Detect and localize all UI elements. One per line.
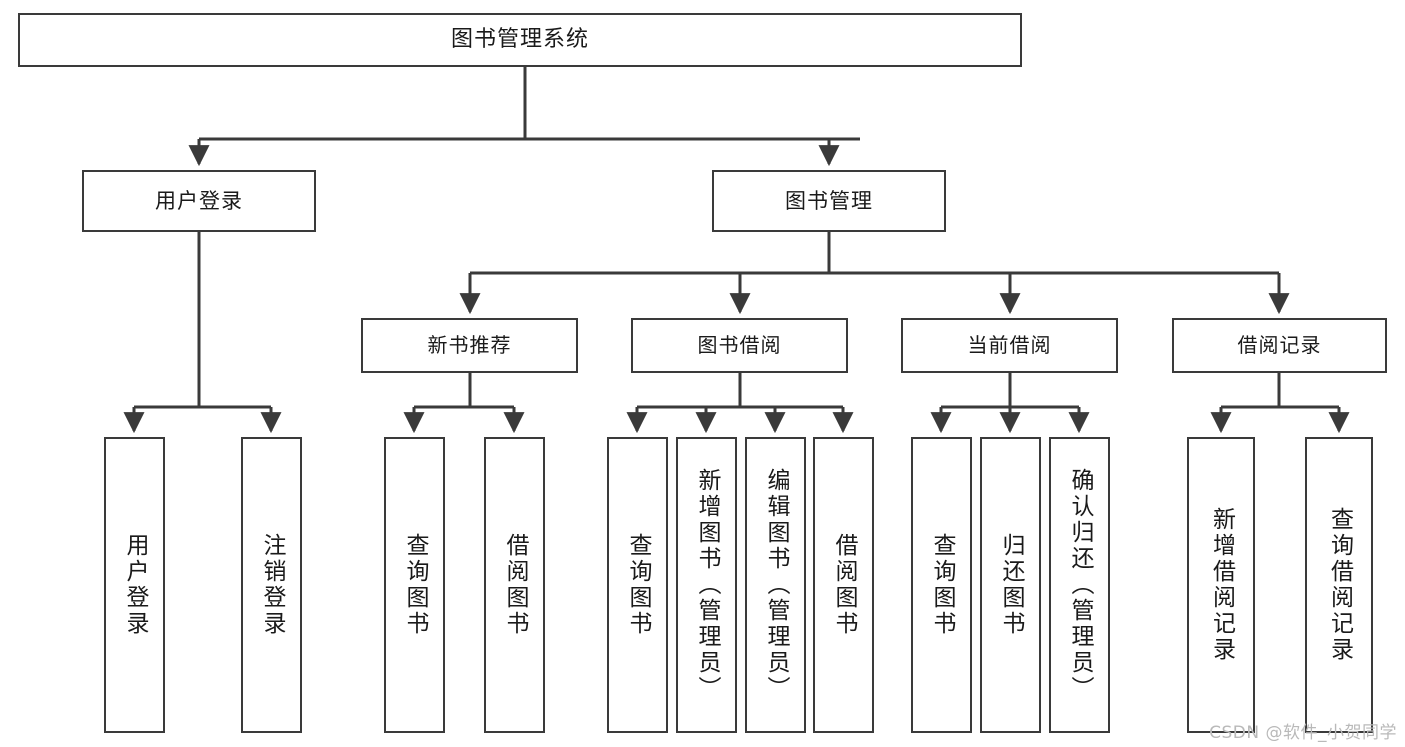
node-user-login[interactable]: 用户登录 — [82, 170, 316, 232]
leaf-new-borrow-book[interactable]: 借阅图书 — [484, 437, 545, 733]
leaf-return-book-label: 归还图书 — [998, 533, 1024, 637]
leaf-confirm-return-admin[interactable]: 确认归还（管理员） — [1049, 437, 1110, 733]
leaf-add-borrow-record-label: 新增借阅记录 — [1208, 507, 1235, 663]
leaf-add-book-admin[interactable]: 新增图书（管理员） — [676, 437, 737, 733]
leaf-current-query-book[interactable]: 查询图书 — [911, 437, 972, 733]
leaf-add-borrow-record[interactable]: 新增借阅记录 — [1187, 437, 1255, 733]
leaf-user-login-label: 用户登录 — [122, 533, 148, 637]
node-root-label: 图书管理系统 — [450, 27, 589, 53]
node-book-borrow-label: 图书借阅 — [697, 332, 782, 357]
node-book-management-label: 图书管理 — [785, 188, 873, 213]
leaf-borrow-book-label: 借阅图书 — [831, 533, 857, 637]
node-book-borrow[interactable]: 图书借阅 — [631, 318, 848, 373]
watermark: CSDN @软件_小贺同学 — [1209, 723, 1397, 743]
leaf-query-borrow-record-label: 查询借阅记录 — [1326, 507, 1353, 663]
node-current-borrow[interactable]: 当前借阅 — [901, 318, 1118, 373]
leaf-borrow-book[interactable]: 借阅图书 — [813, 437, 874, 733]
leaf-new-query-book-label: 查询图书 — [402, 533, 428, 637]
node-book-management[interactable]: 图书管理 — [712, 170, 946, 232]
leaf-query-borrow-record[interactable]: 查询借阅记录 — [1305, 437, 1373, 733]
leaf-new-borrow-book-label: 借阅图书 — [502, 533, 528, 637]
node-borrow-records-label: 借阅记录 — [1237, 332, 1322, 357]
leaf-confirm-return-admin-label: 确认归还（管理员） — [1067, 468, 1093, 702]
node-current-borrow-label: 当前借阅 — [967, 332, 1052, 357]
leaf-user-login[interactable]: 用户登录 — [104, 437, 165, 733]
leaf-borrow-query-book-label: 查询图书 — [625, 533, 651, 637]
leaf-add-book-admin-label: 新增图书（管理员） — [694, 468, 720, 702]
leaf-new-query-book[interactable]: 查询图书 — [384, 437, 445, 733]
leaf-edit-book-admin[interactable]: 编辑图书（管理员） — [745, 437, 806, 733]
leaf-edit-book-admin-label: 编辑图书（管理员） — [763, 468, 789, 702]
node-new-book-recommend[interactable]: 新书推荐 — [361, 318, 578, 373]
leaf-logout[interactable]: 注销登录 — [241, 437, 302, 733]
leaf-return-book[interactable]: 归还图书 — [980, 437, 1041, 733]
node-borrow-records[interactable]: 借阅记录 — [1172, 318, 1387, 373]
node-new-book-recommend-label: 新书推荐 — [427, 332, 512, 357]
leaf-borrow-query-book[interactable]: 查询图书 — [607, 437, 668, 733]
node-root[interactable]: 图书管理系统 — [18, 13, 1022, 67]
leaf-logout-label: 注销登录 — [259, 533, 285, 637]
node-user-login-label: 用户登录 — [155, 188, 243, 213]
leaf-current-query-book-label: 查询图书 — [929, 533, 955, 637]
